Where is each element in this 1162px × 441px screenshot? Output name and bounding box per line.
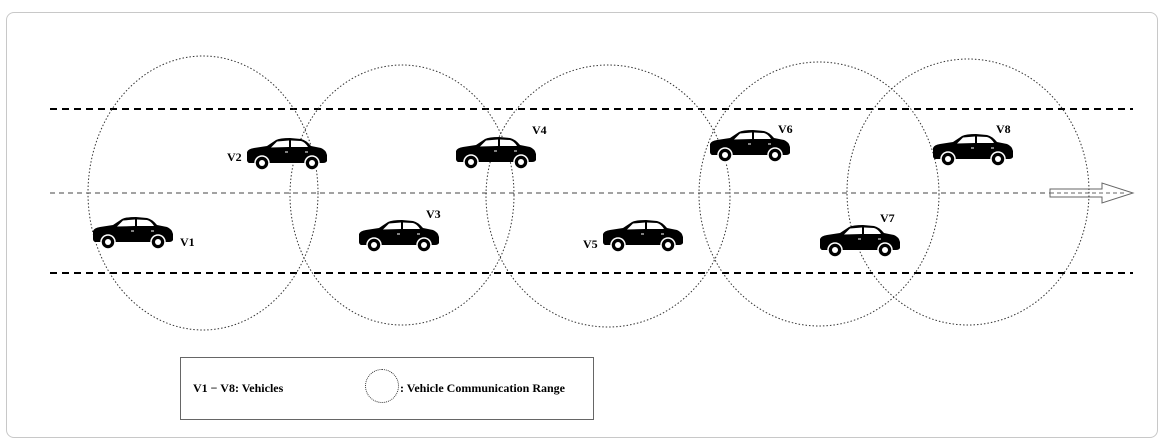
vehicle-label-v3: V3 <box>426 207 441 221</box>
direction-arrow-icon <box>1049 182 1135 204</box>
range-circle <box>289 64 515 326</box>
vehicle-v5-icon <box>602 219 684 253</box>
range-circle <box>485 64 731 328</box>
vehicle-label-v6: V6 <box>778 122 793 136</box>
vehicle-v1-icon <box>92 216 174 250</box>
vehicle-label-v5: V5 <box>583 237 598 251</box>
legend-vehicles-text: V1 − V8: Vehicles <box>193 381 284 395</box>
vehicle-label-v1: V1 <box>180 235 195 249</box>
vehicle-v8-icon <box>932 133 1014 167</box>
vehicle-label-v2: V2 <box>227 150 242 164</box>
range-circle <box>87 55 319 331</box>
vehicle-label-v8: V8 <box>996 122 1011 136</box>
vehicle-v2-icon <box>246 137 328 171</box>
range-circle <box>846 58 1090 326</box>
vehicle-v4-icon <box>455 136 537 170</box>
legend-range-circle-icon <box>365 369 399 403</box>
range-circle <box>698 61 940 327</box>
vehicle-v3-icon <box>358 219 440 253</box>
legend-range-text: : Vehicle Communication Range <box>400 381 565 395</box>
vehicle-label-v4: V4 <box>532 123 547 137</box>
vehicle-label-v7: V7 <box>880 211 895 225</box>
